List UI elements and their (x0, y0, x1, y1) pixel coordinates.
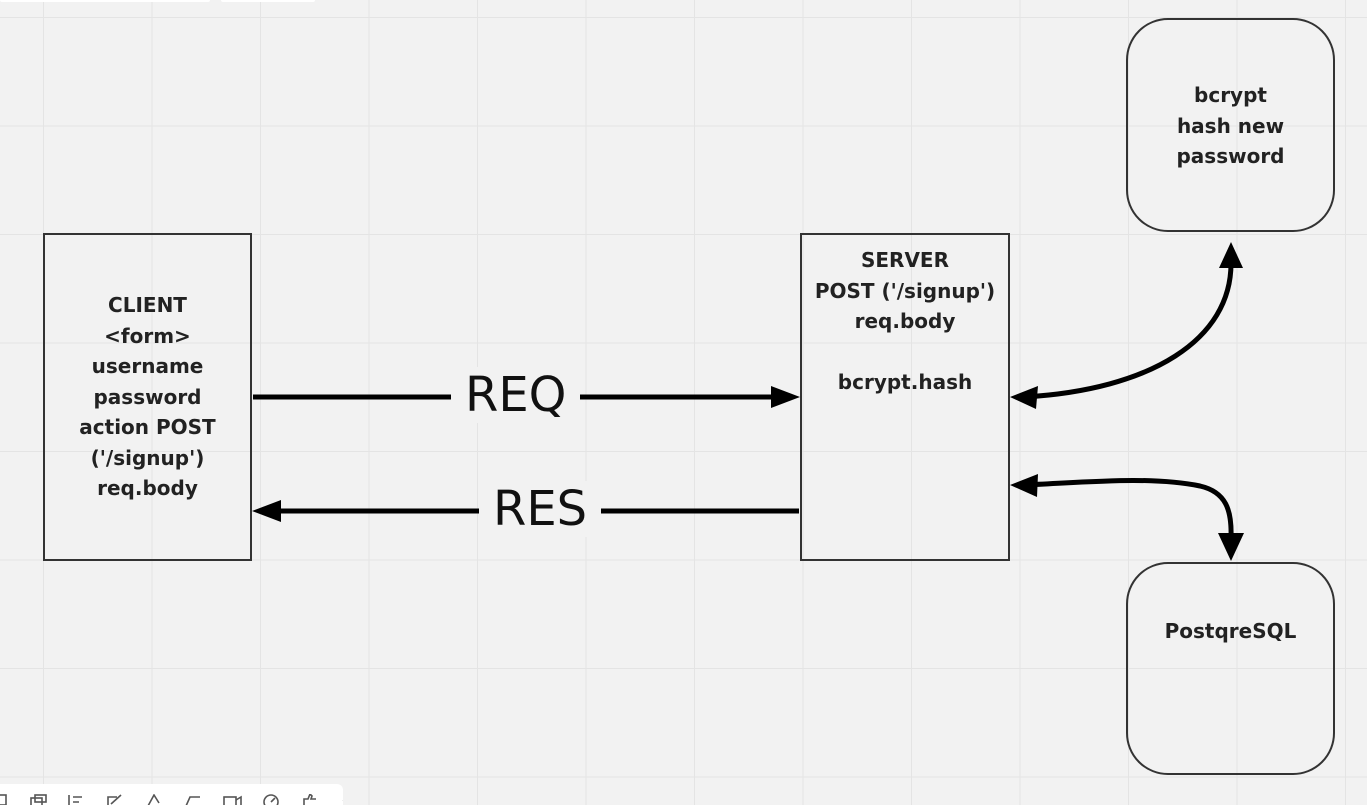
client-line-route: ('/signup') (90, 445, 205, 470)
client-line-body: req.body (97, 476, 198, 501)
server-line-body: req.body (854, 309, 956, 333)
req-arrowhead (771, 386, 800, 408)
client-title: CLIENT (108, 293, 187, 318)
server-postgres-connector[interactable] (1023, 477, 1234, 539)
server-title: SERVER (860, 248, 949, 272)
comment-icon[interactable] (183, 784, 203, 805)
server-box[interactable]: SERVER POST ('/signup') req.body bcrypt.… (800, 233, 1010, 561)
client-line-form: <form> (104, 323, 191, 348)
top-toolbar-edge-right (221, 0, 315, 2)
req-label: REQ (451, 367, 581, 423)
pen-icon[interactable] (144, 784, 164, 805)
res-label: RES (479, 481, 602, 537)
bcrypt-line-password: password (1176, 144, 1285, 168)
bcrypt-line-hash: hash new (1176, 113, 1285, 138)
client-line-password: password (93, 384, 202, 409)
client-line-action: action POST (79, 415, 216, 440)
bcrypt-line-name: bcrypt (1194, 83, 1267, 107)
align-icon[interactable] (66, 784, 86, 805)
client-line-username: username (91, 354, 204, 379)
collapse-icon[interactable] (339, 784, 343, 805)
bcrypt-box[interactable]: bcrypt hash new password (1126, 18, 1335, 232)
server-bcrypt-arrowhead-left (1010, 386, 1038, 409)
server-bcrypt-connector[interactable] (1023, 261, 1234, 400)
server-postgres-arrowhead-left (1010, 474, 1038, 497)
postgres-label: PostqreSQL (1164, 619, 1297, 643)
server-line-hash: bcrypt.hash (837, 370, 973, 394)
like-icon[interactable] (300, 784, 320, 805)
copy-icon[interactable] (27, 784, 47, 805)
video-icon[interactable] (222, 784, 242, 805)
timer-icon[interactable] (261, 784, 281, 805)
res-arrowhead (252, 500, 281, 522)
server-line-route: POST ('/signup') (814, 278, 996, 303)
server-postgres-arrowhead-down (1218, 533, 1244, 561)
frame-icon[interactable] (0, 784, 8, 805)
expand-icon[interactable] (105, 784, 125, 805)
bottom-toolbar (0, 784, 343, 805)
postgres-box[interactable]: PostqreSQL (1126, 562, 1335, 775)
client-box[interactable]: CLIENT <form> username password action P… (43, 233, 252, 561)
top-toolbar-edge-left (0, 0, 210, 2)
server-bcrypt-arrowhead-up (1219, 242, 1243, 268)
